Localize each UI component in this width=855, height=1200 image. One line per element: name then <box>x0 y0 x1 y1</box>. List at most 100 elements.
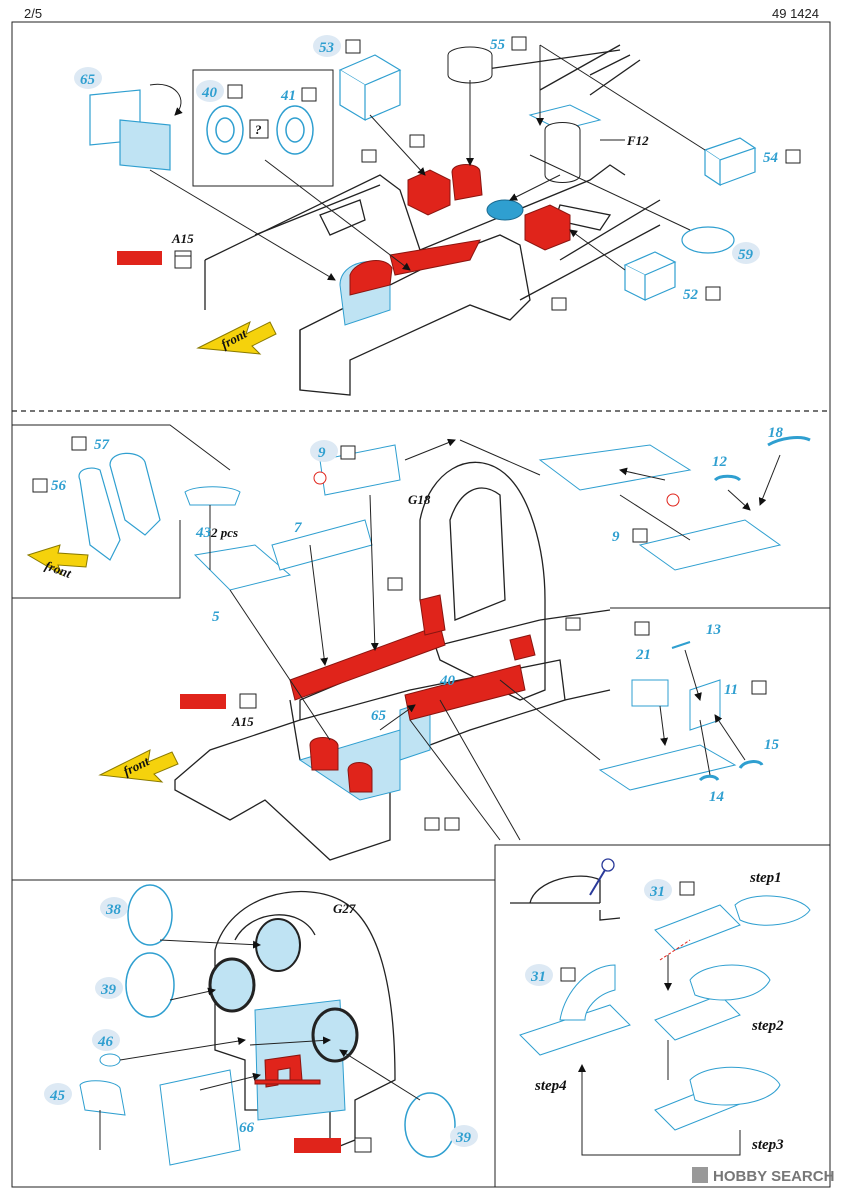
label-step2: step2 <box>751 1018 784 1034</box>
part-45 <box>79 1080 126 1116</box>
part-number-52: 52 <box>683 287 699 303</box>
leader-lines-bottom <box>99 939 421 1150</box>
part-number-18: 18 <box>768 425 784 441</box>
label-step3: step3 <box>751 1137 784 1153</box>
part-18 <box>767 436 811 447</box>
part-number-56: 56 <box>51 478 67 494</box>
part-number-54: 54 <box>763 150 779 166</box>
part-number-41: 41 <box>280 88 296 104</box>
step3-lever <box>689 1066 781 1106</box>
red-color-swatch-bottom <box>294 1138 341 1153</box>
watermark-text: HOBBY SEARCH <box>713 1168 834 1185</box>
red-parts-mid <box>289 594 536 793</box>
part-43 <box>184 486 241 506</box>
label-step4: step4 <box>534 1078 567 1094</box>
etch-14-panel <box>598 744 737 791</box>
wheel-40 <box>206 105 244 155</box>
part-number-labels: 65 40 41 53 55 54 59 52 57 56 43 5 7 9 9… <box>44 35 784 1147</box>
part-number-53: 53 <box>319 40 335 56</box>
question-box <box>249 119 269 139</box>
part-number-7: 7 <box>294 520 302 536</box>
part-number-14: 14 <box>709 789 725 805</box>
part-number-15: 15 <box>764 737 780 753</box>
part-number-9-right: 9 <box>612 529 620 545</box>
red-seat-top <box>349 260 393 296</box>
box-52 <box>623 251 677 301</box>
top-rail-line <box>539 44 621 91</box>
blue-disc <box>486 199 524 221</box>
step1-etch <box>654 904 741 951</box>
warning-icon <box>666 493 680 507</box>
symbol-box <box>361 149 377 163</box>
symbol-box <box>387 577 403 591</box>
part-number-43: 43 <box>195 525 212 541</box>
step-flow-lines <box>578 955 741 1156</box>
bezel-38 <box>127 884 173 946</box>
inset-frame-top <box>12 424 231 471</box>
gauge-right <box>311 1007 359 1063</box>
inset-frame-side <box>12 520 181 599</box>
step4-lever <box>559 964 616 1021</box>
part-number-46: 46 <box>97 1034 114 1050</box>
part-number-39-right: 39 <box>455 1130 472 1146</box>
leader-lines-top <box>149 44 706 281</box>
watermark: HOBBY SEARCH <box>692 1167 834 1185</box>
symbol-box <box>424 817 440 831</box>
part-number-9-left: 9 <box>318 445 326 461</box>
part-number-40: 40 <box>201 85 218 101</box>
step2-lever <box>689 964 771 1001</box>
part-number-31-step1: 31 <box>649 884 665 900</box>
front-arrow-inset <box>26 544 89 577</box>
part-number-40-mid: 40 <box>439 673 456 689</box>
part-number-59: 59 <box>738 247 754 263</box>
red-handle <box>264 1054 303 1088</box>
question-mark: ? <box>255 122 262 137</box>
part-14 <box>698 774 720 782</box>
label-g18: G18 <box>408 492 431 507</box>
etch-9-right <box>538 444 692 491</box>
bezel-39-right <box>404 1092 456 1158</box>
step2-etch <box>654 994 741 1041</box>
part-21 <box>631 679 669 707</box>
label-a15-top: A15 <box>171 231 194 246</box>
box-54 <box>703 137 757 187</box>
part-number-21: 21 <box>635 647 651 663</box>
throttle-diagram <box>510 858 621 921</box>
file-icon-mid <box>239 693 257 709</box>
inset-seat-56-57 <box>78 452 161 561</box>
wheel-choice-frame <box>192 69 334 187</box>
check-boxes <box>32 36 801 982</box>
etch-5 <box>193 544 292 591</box>
etch-9-assembled <box>638 519 782 571</box>
wheel-41 <box>276 105 314 155</box>
part-number-39-left: 39 <box>100 982 117 998</box>
steps-panel-frame <box>494 844 831 1188</box>
part-46 <box>99 1053 121 1067</box>
gauge-left <box>208 957 256 1013</box>
part-number-65-mid: 65 <box>371 708 387 724</box>
symbol-box <box>565 617 581 631</box>
part-11 <box>689 679 721 731</box>
part-number-66: 66 <box>239 1120 255 1136</box>
label-step1: step1 <box>749 870 782 886</box>
part-number-45: 45 <box>49 1088 66 1104</box>
part-number-11: 11 <box>724 682 738 698</box>
page-number: 2/5 <box>24 6 43 21</box>
label-f12: F12 <box>626 133 649 148</box>
symbol-box <box>409 134 425 148</box>
etch-66 <box>159 1069 241 1166</box>
etch-part-65-top <box>89 89 171 171</box>
bulkhead-g18 <box>419 461 546 701</box>
fold-line <box>659 939 691 961</box>
file-icon-bottom <box>354 1137 372 1153</box>
gauge-top <box>255 918 301 972</box>
label-a15-mid: A15 <box>231 714 254 729</box>
part-number-13: 13 <box>706 622 722 638</box>
part-number-38: 38 <box>105 902 122 918</box>
warning-icon <box>313 471 327 485</box>
page-frame <box>11 21 831 1188</box>
part-number-55: 55 <box>490 37 506 53</box>
top-cockpit-structure <box>204 49 661 396</box>
decal-59 <box>681 226 735 254</box>
